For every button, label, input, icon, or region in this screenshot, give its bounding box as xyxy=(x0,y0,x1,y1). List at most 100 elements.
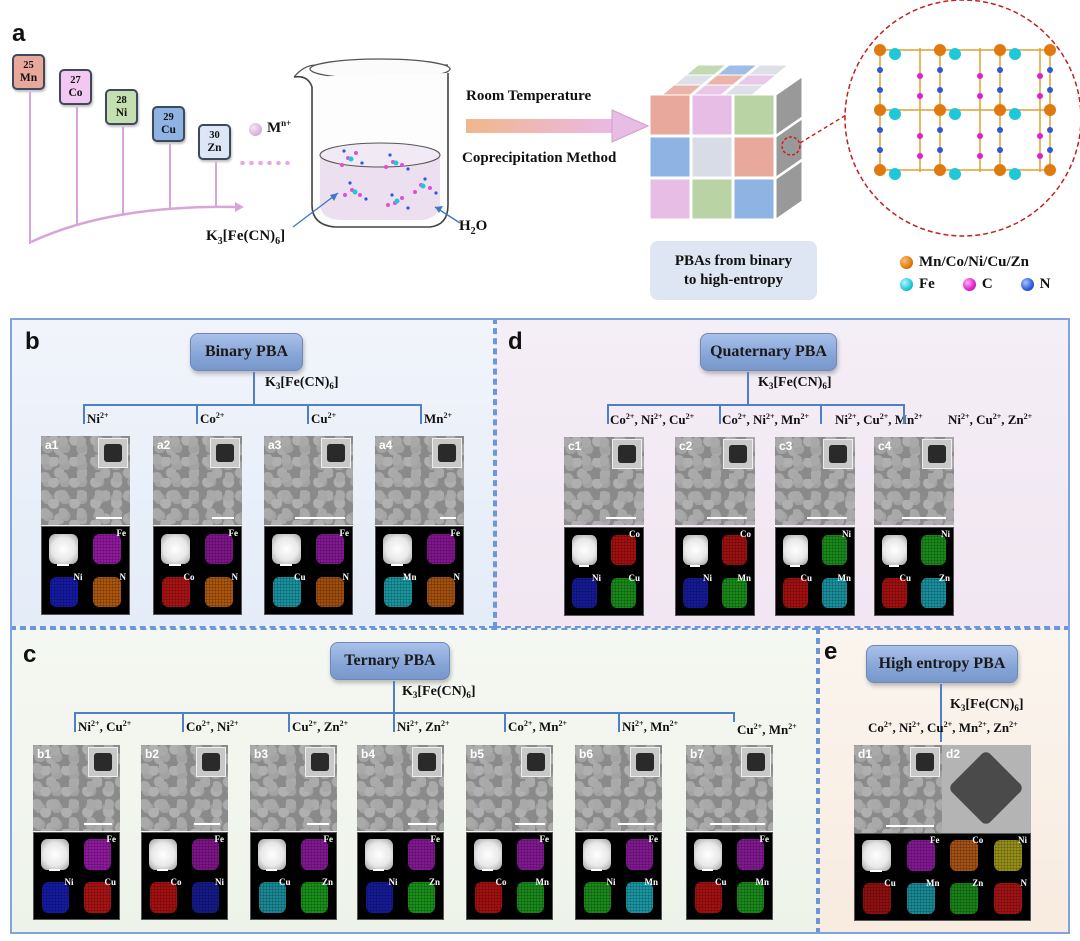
metal-ion-ball-icon xyxy=(249,123,262,136)
eds-map-n: N xyxy=(309,571,353,615)
tree-trunk xyxy=(940,684,942,742)
lattice-n-atom xyxy=(1047,87,1053,93)
tem-inset xyxy=(521,747,551,777)
lattice-c-atom xyxy=(917,153,923,159)
tree-branch-line xyxy=(719,404,721,424)
element-distribution xyxy=(316,577,345,608)
haadf-image xyxy=(142,833,185,876)
sample-id-label: b7 xyxy=(690,747,705,761)
element-symbol: Ni xyxy=(115,107,128,119)
lattice-fe-atom xyxy=(1009,168,1021,180)
lattice-c-atom xyxy=(917,93,923,99)
tree-branch-line xyxy=(618,712,620,732)
lattice-n-atom xyxy=(937,67,943,73)
element-distribution xyxy=(572,578,597,609)
eds-map-ni: Ni xyxy=(676,572,715,616)
eds-element-label: Mn xyxy=(644,877,659,887)
eds-map-ni: Ni xyxy=(815,528,854,572)
tree-branch-line xyxy=(420,404,422,424)
eds-map-zn: Zn xyxy=(401,876,444,919)
eds-element-label: Fe xyxy=(228,528,239,538)
cube-side-tile xyxy=(775,76,803,136)
eds-element-label: Co xyxy=(183,571,195,582)
scale-bar xyxy=(710,823,765,825)
lattice-n-atom xyxy=(1047,127,1053,133)
eds-map-fe: Fe xyxy=(77,833,120,876)
sample-id-label: c1 xyxy=(568,439,582,453)
tree-branch-line xyxy=(733,712,735,722)
element-distribution xyxy=(84,882,112,913)
eds-map-mn: Mn xyxy=(376,571,420,615)
eds-element-label: Cu xyxy=(884,878,896,888)
lattice-metal-atom xyxy=(874,44,886,56)
eds-element-label: Ni xyxy=(73,571,83,582)
sample-id-label: b1 xyxy=(37,747,52,761)
scale-bar xyxy=(481,869,493,871)
element-number: 28 xyxy=(116,95,127,106)
tem-inset xyxy=(723,439,753,469)
panel-b-letter: b xyxy=(25,328,40,355)
tem-inset xyxy=(630,747,660,777)
eds-map-co: Co xyxy=(715,528,754,572)
branch-label-mn: Mn2+ xyxy=(424,411,453,426)
scale-bar xyxy=(265,869,277,871)
lattice-fe-atom xyxy=(889,108,901,120)
pbas-caption-box: PBAs from binary to high-entropy xyxy=(650,241,817,300)
cube-side-tile xyxy=(775,118,803,178)
tem-inset xyxy=(321,438,351,468)
haadf-particle xyxy=(272,533,302,564)
scale-bar xyxy=(618,823,654,825)
element-distribution xyxy=(737,839,765,870)
eds-map-mn: Mn xyxy=(815,572,854,616)
eds-map-fe: Fe xyxy=(86,527,130,571)
element-number: 27 xyxy=(70,75,81,86)
eds-map-cu: Cu xyxy=(875,572,914,616)
haadf-image xyxy=(42,527,86,571)
reagent-label: K3[Fe(CN)6] xyxy=(206,228,286,247)
haadf-particle xyxy=(41,839,70,870)
eds-element-label: Fe xyxy=(116,528,127,538)
haadf-image xyxy=(576,833,619,876)
eds-element-label: Cu xyxy=(293,571,306,582)
eds-element-label: Fe xyxy=(430,834,441,844)
tree-branch-line xyxy=(393,712,395,732)
eds-map-fe: Fe xyxy=(899,834,943,877)
lattice-n-atom xyxy=(1047,67,1053,73)
particle-icon xyxy=(104,444,122,462)
panel-b-title: Binary PBA xyxy=(190,333,303,371)
eds-element-label: Mn xyxy=(737,572,752,583)
n-ball-icon xyxy=(1020,278,1034,291)
haadf-image xyxy=(34,833,77,876)
reaction-arrow-icon xyxy=(466,109,650,143)
element-distribution xyxy=(408,882,436,913)
element-symbol: Co xyxy=(68,87,83,99)
scale-bar xyxy=(391,563,403,566)
scale-bar xyxy=(701,869,713,871)
scale-bar xyxy=(606,517,636,519)
eds-element-label: Ni xyxy=(941,529,950,539)
sample-id-label: a4 xyxy=(379,438,393,452)
panel-d-precursor: K3[Fe(CN)6] xyxy=(758,375,832,391)
pbas-caption-line2: to high-entropy xyxy=(683,271,784,288)
tree-branch-line xyxy=(903,404,905,424)
lattice-c-atom xyxy=(1037,153,1043,159)
element-distribution xyxy=(93,577,122,608)
eds-map-co: Co xyxy=(142,876,185,919)
branch-label-co-ni-cu: Co2+, Ni2+, Cu2+ xyxy=(610,412,695,427)
eds-element-label: Mn xyxy=(926,878,940,888)
sem-image-c2: c2 xyxy=(675,437,755,525)
sample-id-label: c3 xyxy=(779,439,793,453)
scale-bar xyxy=(280,563,292,566)
eds-map-mn: Mn xyxy=(619,876,662,919)
haadf-particle xyxy=(383,533,413,564)
lattice-fe-atom xyxy=(949,108,961,120)
branch-label-ni-mn: Ni2+, Mn2+ xyxy=(622,719,679,734)
haadf-image xyxy=(376,527,420,571)
element-number: 25 xyxy=(23,60,34,71)
element-distribution xyxy=(301,839,329,870)
eds-map-cu: Cu xyxy=(77,876,120,919)
element-distribution xyxy=(517,839,545,870)
